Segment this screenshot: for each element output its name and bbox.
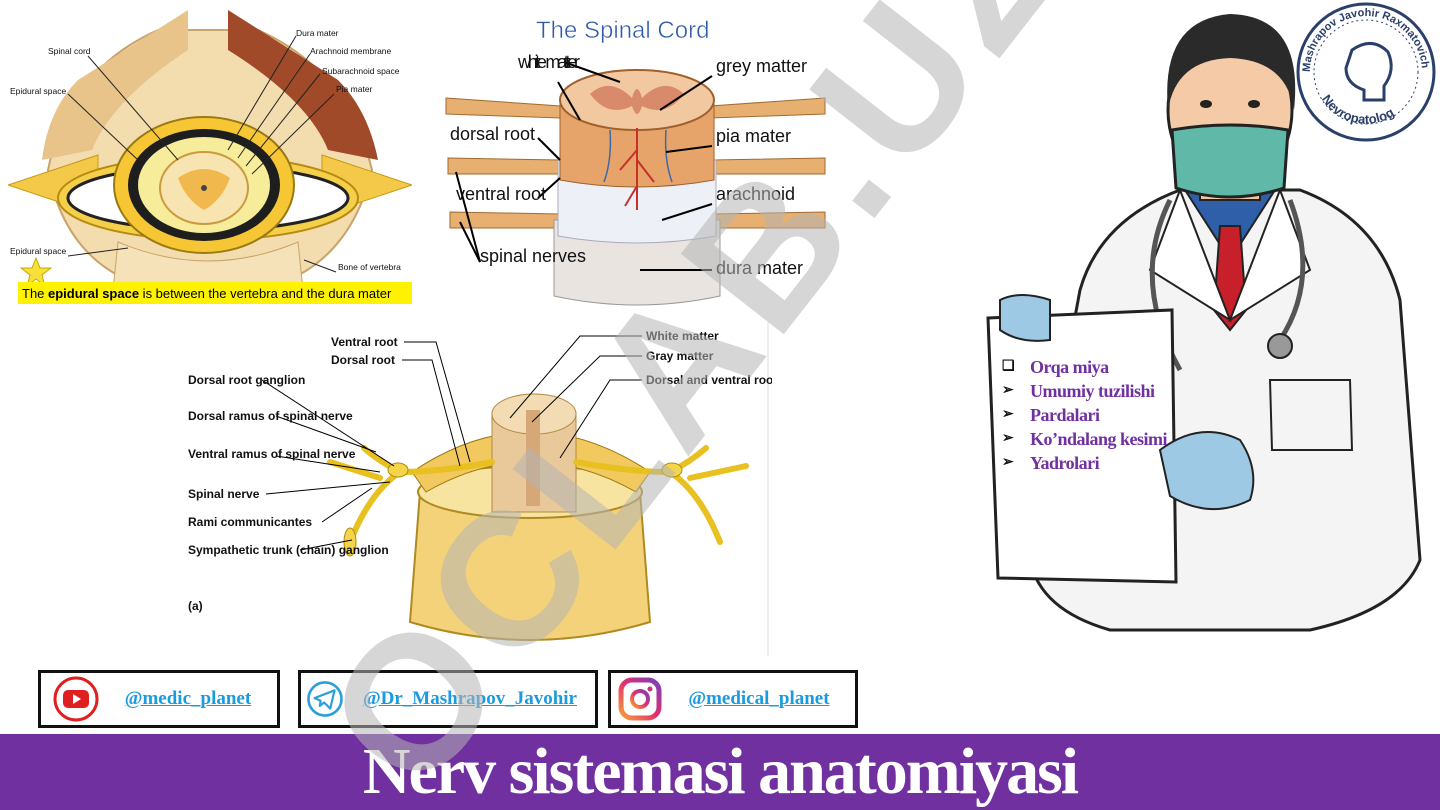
- telegram-link-box[interactable]: @Dr_Mashrapov_Javohir: [298, 670, 598, 728]
- list-item: ➢Pardalari: [1002, 405, 1100, 425]
- label-rami-communicantes: Rami communicantes: [188, 515, 312, 529]
- label-spinal-cord: Spinal cord: [48, 46, 91, 56]
- label-dura-mater: Dura mater: [296, 28, 339, 38]
- label-ventral-ramus: Ventral ramus of spinal nerve: [188, 447, 356, 461]
- label-pia-mater: pia mater: [716, 126, 791, 146]
- list-item: ➢Ko’ndalang kesimi: [1002, 429, 1168, 449]
- label-arachnoid: arachnoid: [716, 184, 795, 204]
- arrow-bullet-icon: ➢: [1002, 383, 1014, 398]
- label-dura-mater: dura mater: [716, 258, 803, 278]
- label-sympathetic-trunk: Sympathetic trunk (chain) ganglion: [188, 543, 389, 557]
- doctor-illustration: Mashrapov Javohir Raxmatovich Nevropatol…: [980, 0, 1440, 640]
- youtube-icon[interactable]: [53, 676, 99, 722]
- svg-text:The epidural space is between: The epidural space is between the verteb…: [22, 286, 392, 301]
- label-dorsal-root-ganglion: Dorsal root ganglion: [188, 373, 305, 387]
- label-dorsal-ramus: Dorsal ramus of spinal nerve: [188, 409, 353, 423]
- youtube-link-box[interactable]: @medic_planet: [38, 670, 280, 728]
- label-grey-matter: grey matter: [716, 56, 807, 76]
- instagram-link-box[interactable]: @medical_planet: [608, 670, 858, 728]
- label-bone-of-vertebra: Bone of vertebra: [338, 262, 401, 272]
- label-rootlets: Dorsal and ventral rootlets of spinal ne…: [646, 373, 772, 387]
- arrow-bullet-icon: ➢: [1002, 407, 1014, 422]
- label-white-matter: white matter: [517, 52, 580, 72]
- list-item: ➢Yadrolari: [1002, 453, 1100, 473]
- clipboard-topic-list: ❑Orqa miya ➢Umumiy tuzilishi ➢Pardalari …: [1002, 355, 1222, 475]
- label-arachnoid-membrane: Arachnoid membrane: [310, 46, 392, 56]
- instagram-icon[interactable]: [617, 676, 663, 722]
- title-banner: Nerv sistemasi anatomiyasi: [0, 734, 1440, 810]
- label-pia-mater: Pia mater: [336, 84, 373, 94]
- spinal-cord-illustration: The Spinal Cord: [445, 17, 826, 306]
- label-dorsal-root: Dorsal root: [331, 353, 395, 367]
- telegram-icon[interactable]: [305, 676, 345, 722]
- arrow-bullet-icon: ➢: [1002, 455, 1014, 470]
- label-epidural-space-top: Epidural space: [10, 86, 67, 96]
- square-bullet-icon: ❑: [1002, 359, 1015, 374]
- label-dorsal-root: dorsal root: [450, 124, 535, 144]
- list-item: ❑Orqa miya: [1002, 357, 1109, 377]
- page-title: Nerv sistemasi anatomiyasi: [362, 735, 1079, 808]
- label-spinal-nerves: spinal nerves: [480, 246, 586, 266]
- panel-tag: (a): [188, 599, 203, 613]
- spinal-cord-title: The Spinal Cord: [536, 17, 709, 44]
- label-white-matter-2: White matter: [646, 329, 719, 343]
- telegram-handle[interactable]: @Dr_Mashrapov_Javohir: [362, 688, 577, 709]
- vertebra-illustration: Ventral root Dorsal root Dorsal root gan…: [188, 322, 886, 656]
- label-subarachnoid-space: Subarachnoid space: [322, 66, 400, 76]
- epidural-space-diagram: The epidural space is between the verteb…: [6, 10, 414, 315]
- label-ventral-root: Ventral root: [331, 335, 398, 349]
- instagram-handle[interactable]: @medical_planet: [688, 688, 830, 709]
- arrow-bullet-icon: ➢: [1002, 431, 1014, 446]
- vertebra-nerve-diagram: Ventral root Dorsal root Dorsal root gan…: [180, 322, 886, 656]
- youtube-handle[interactable]: @medic_planet: [124, 688, 252, 709]
- label-spinal-nerve: Spinal nerve: [188, 487, 260, 501]
- label-gray-matter: Gray matter: [646, 349, 714, 363]
- list-item: ➢Umumiy tuzilishi: [1002, 381, 1155, 401]
- spinal-cord-diagram: The Spinal Cord: [440, 10, 835, 315]
- label-epidural-space-bottom: Epidural space: [10, 246, 67, 256]
- label-ventral-root: ventral root: [456, 184, 546, 204]
- epidural-illustration: The epidural space is between the verteb…: [6, 10, 414, 304]
- doctor-figure: Mashrapov Javohir Raxmatovich Nevropatol…: [986, 2, 1436, 632]
